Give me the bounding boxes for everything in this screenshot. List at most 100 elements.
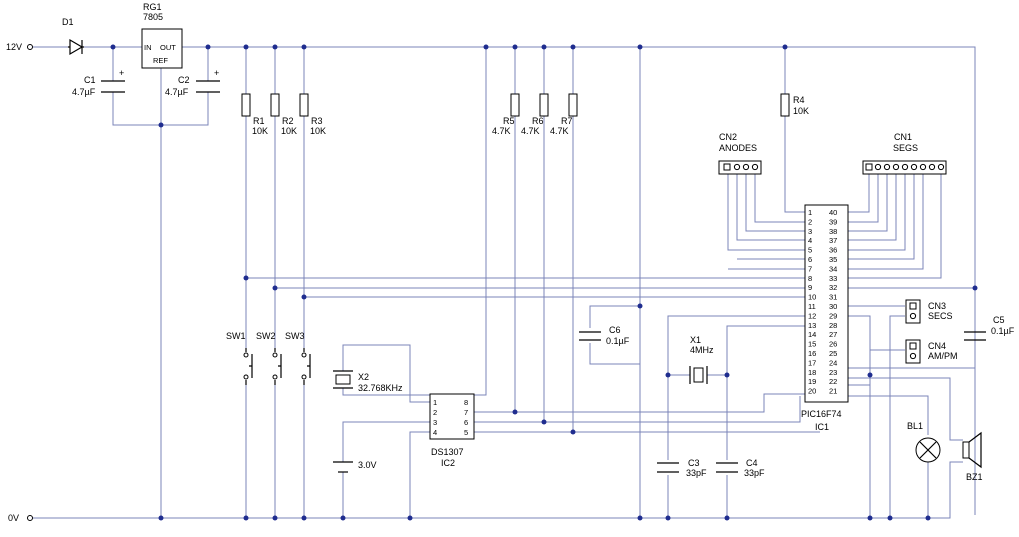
crystal-x2: X2 32.768KHz <box>333 370 403 393</box>
ic1-pin-28: 28 <box>829 321 837 330</box>
resistor-r3: R3 10K <box>299 93 326 136</box>
c4-ref: C4 <box>746 458 758 468</box>
ic1-pin-33: 33 <box>829 274 837 283</box>
r7-value: 4.7K <box>550 126 569 136</box>
r1-value: 10K <box>252 126 268 136</box>
ic1-pin-39: 39 <box>829 217 837 226</box>
ic1-pin-34: 34 <box>829 264 837 273</box>
ic2-pin-5: 5 <box>464 428 468 437</box>
c5-value: 0.1µF <box>991 326 1015 336</box>
ic1-pin-1: 1 <box>808 208 812 217</box>
plus-sign: + <box>119 68 124 78</box>
switch-sw3: SW3 <box>285 331 311 385</box>
r5-ref: R5 <box>503 116 515 126</box>
regulator-rg1: RG1 7805 IN OUT REF <box>141 2 183 69</box>
connector-cn4: CN4 AM/PM <box>905 339 958 364</box>
c6-value: 0.1µF <box>606 336 630 346</box>
resistor-r7: R7 4.7K <box>550 93 578 136</box>
rg1-in-pin: IN <box>144 43 152 52</box>
diode-d1: D1 <box>62 17 84 56</box>
ic1-pin-27: 27 <box>829 330 837 339</box>
r5-value: 4.7K <box>492 126 511 136</box>
cn2-value: ANODES <box>719 143 757 153</box>
ic1-pin-10: 10 <box>808 293 816 302</box>
lamp-bl1: BL1 <box>907 421 941 463</box>
connector-cn3: CN3 SECS <box>905 299 953 324</box>
switch-sw2: SW2 <box>256 331 282 385</box>
r6-ref: R6 <box>532 116 544 126</box>
capacitor-c6: C6 0.1µF <box>579 325 630 346</box>
ic1-pin-29: 29 <box>829 311 837 320</box>
rg1-ref: RG1 <box>143 2 162 12</box>
ic1-pin-9: 9 <box>808 283 812 292</box>
rg1-ref-pin: REF <box>153 56 168 65</box>
cn2-ref: CN2 <box>719 132 737 142</box>
capacitor-c2: + C2 4.7µF <box>165 68 220 97</box>
c1-value: 4.7µF <box>72 87 96 97</box>
cn4-ref: CN4 <box>928 341 946 351</box>
ic1-pin-11: 11 <box>808 302 816 311</box>
c1-ref: C1 <box>84 75 96 85</box>
battery-value: 3.0V <box>358 460 377 470</box>
ic1-pin-35: 35 <box>829 255 837 264</box>
r1-ref: R1 <box>253 116 265 126</box>
ic1-pin-5: 5 <box>808 246 812 255</box>
ic1-pin-38: 38 <box>829 227 837 236</box>
connector-cn1: CN1 SEGS <box>862 132 947 175</box>
ic2-name: DS1307 <box>431 447 464 457</box>
ic1-pin-36: 36 <box>829 246 837 255</box>
ic1-pin-4: 4 <box>808 236 812 245</box>
connector-cn2: CN2 ANODES <box>718 132 762 175</box>
cn3-ref: CN3 <box>928 301 946 311</box>
ic2-pin-3: 3 <box>433 418 437 427</box>
plus-sign: + <box>214 68 219 78</box>
ic1-pin-8: 8 <box>808 274 812 283</box>
ic1-pin-14: 14 <box>808 330 816 339</box>
ic2-pin-1: 1 <box>433 398 437 407</box>
ic1-pin-21: 21 <box>829 387 837 396</box>
ic1-pin-23: 23 <box>829 368 837 377</box>
sw1-label: SW1 <box>226 331 246 341</box>
capacitor-c3: C3 33pF <box>657 458 707 478</box>
x1-value: 4MHz <box>690 345 714 355</box>
ic2-pin-4: 4 <box>433 428 437 437</box>
r2-value: 10K <box>281 126 297 136</box>
ic1-pin-37: 37 <box>829 236 837 245</box>
r3-ref: R3 <box>311 116 323 126</box>
ic1-pin-15: 15 <box>808 340 816 349</box>
c2-value: 4.7µF <box>165 87 189 97</box>
sw3-label: SW3 <box>285 331 305 341</box>
rg1-out-pin: OUT <box>160 43 176 52</box>
ic2-pin-6: 6 <box>464 418 468 427</box>
ic1-pin-32: 32 <box>829 283 837 292</box>
ic1-pin-3: 3 <box>808 227 812 236</box>
x2-ref: X2 <box>358 372 369 382</box>
capacitor-c4: C4 33pF <box>716 458 765 478</box>
ic1-pin-31: 31 <box>829 293 837 302</box>
ic1-pin-30: 30 <box>829 302 837 311</box>
ic1-pin-24: 24 <box>829 358 837 367</box>
c5-ref: C5 <box>993 315 1005 325</box>
r4-value: 10K <box>793 106 809 116</box>
ground-terminal: 0V <box>8 513 33 523</box>
c3-value: 33pF <box>686 468 707 478</box>
d1-label: D1 <box>62 17 74 27</box>
x2-value: 32.768KHz <box>358 383 403 393</box>
ic1-name: PIC16F74 <box>801 409 842 419</box>
c6-ref: C6 <box>609 325 621 335</box>
ic1-pin-17: 17 <box>808 358 816 367</box>
c2-ref: C2 <box>178 75 190 85</box>
buzzer-bz1: BZ1 <box>962 431 983 482</box>
bz1-label: BZ1 <box>966 472 983 482</box>
bl1-label: BL1 <box>907 421 923 431</box>
ic2-pin-7: 7 <box>464 408 468 417</box>
resistor-r5: R5 4.7K <box>492 93 520 136</box>
ic1-pin-18: 18 <box>808 368 816 377</box>
ic1-pin-7: 7 <box>808 264 812 273</box>
c3-ref: C3 <box>688 458 700 468</box>
supply-terminal: 12V <box>6 42 33 52</box>
cn1-value: SEGS <box>893 143 918 153</box>
